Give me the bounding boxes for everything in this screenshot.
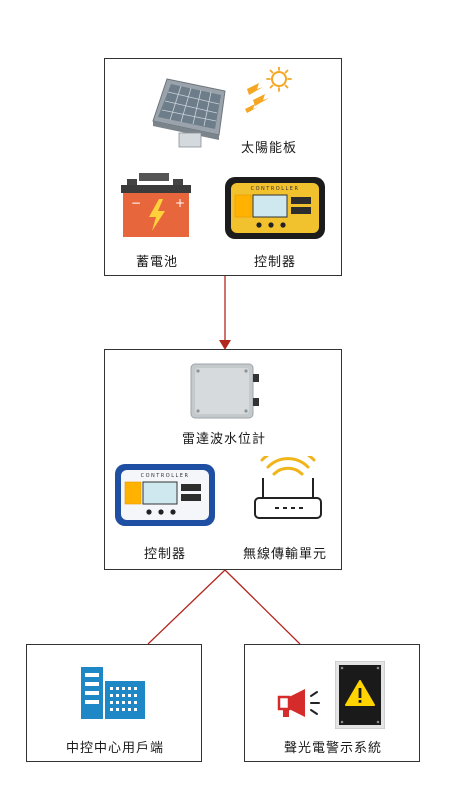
controller-blue-icon: CONTROLLER <box>115 464 215 526</box>
control-center-box: 中控中心用戶端 <box>26 644 202 762</box>
warning-sign-icon <box>335 661 385 729</box>
arrow-head <box>219 340 231 350</box>
controller-brand-text: CONTROLLER <box>251 186 300 192</box>
controller-icon: CONTROLLER <box>225 177 325 239</box>
radar-label: 雷達波水位計 <box>181 432 266 447</box>
power-supply-box: 太陽能板 − + 蓄電池 CONTROLLER 控制器 <box>104 58 342 276</box>
sun-icon <box>245 67 293 113</box>
alarm-system-box: 聲光電警示系統 <box>244 644 420 762</box>
alarm-system-label: 聲光電警示系統 <box>283 741 382 756</box>
solar-panel-label: 太陽能板 <box>240 141 297 156</box>
battery-label: 蓄電池 <box>135 255 178 270</box>
building-icon <box>81 667 145 719</box>
solar-panel-icon <box>149 77 239 151</box>
control-center-label: 中控中心用戶端 <box>65 741 164 756</box>
battery-icon: − + <box>121 173 191 239</box>
wifi-router-icon <box>249 456 327 526</box>
controller-blue-brand-text: CONTROLLER <box>141 473 190 479</box>
transmit-label: 無線傳輸單元 <box>242 547 327 562</box>
megaphone-icon <box>277 687 331 721</box>
radar-water-level-icon <box>189 362 261 422</box>
svg-text:+: + <box>175 196 185 210</box>
svg-text:−: − <box>131 196 141 210</box>
sensor-to-center-line <box>147 569 226 645</box>
controller-blue-label: 控制器 <box>143 547 186 562</box>
controller-label: 控制器 <box>253 255 296 270</box>
sensor-box: 雷達波水位計 CONTROLLER 控制器 <box>104 349 342 570</box>
sensor-to-alarm-line <box>224 569 301 645</box>
